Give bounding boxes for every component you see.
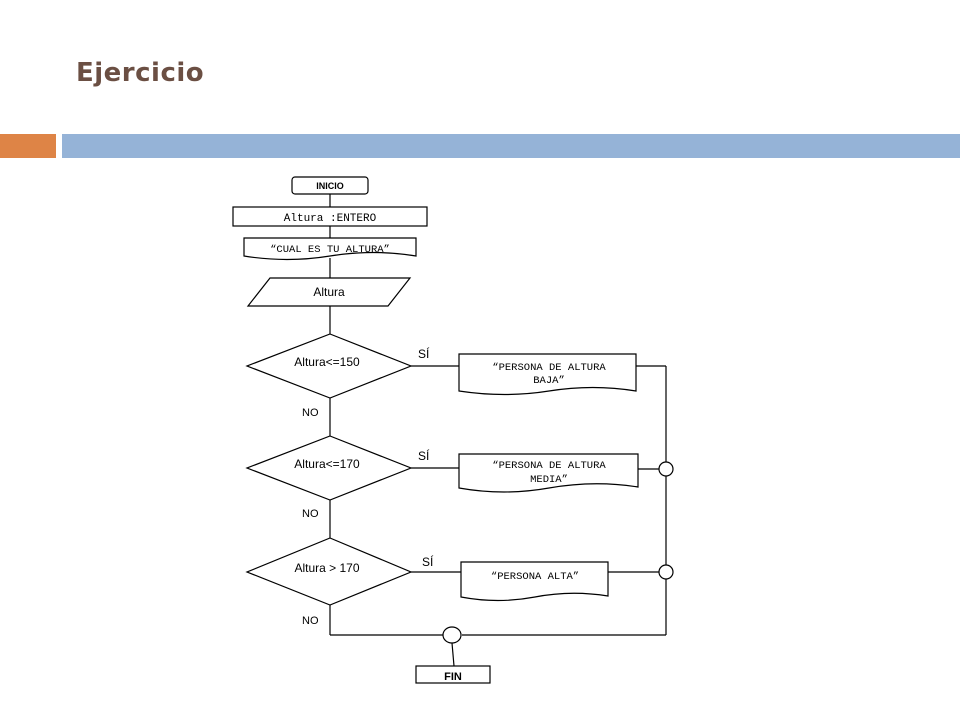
output-label-1a: “PERSONA DE ALTURA xyxy=(492,362,606,374)
prompt-document xyxy=(243,237,417,261)
output-document-1 xyxy=(458,353,637,396)
header-band xyxy=(62,134,960,158)
output-label-2a: “PERSONA DE ALTURA xyxy=(492,460,606,472)
yes-label-3: SÍ xyxy=(422,554,434,569)
yes-label-1: SÍ xyxy=(418,346,430,361)
decision-diamond-2 xyxy=(245,435,413,501)
connector-node xyxy=(658,564,674,580)
decision-label-2: Altura<=170 xyxy=(294,457,360,471)
end-label: FIN xyxy=(444,671,462,683)
yes-label-2: SÍ xyxy=(418,448,430,463)
output-document-3 xyxy=(460,561,609,602)
no-label-3: NO xyxy=(302,615,319,627)
input-parallelogram xyxy=(246,277,412,307)
merge-node xyxy=(442,626,462,644)
start-terminal xyxy=(291,176,369,195)
decision-label-3: Altura > 170 xyxy=(294,561,359,575)
output-label-3: “PERSONA ALTA” xyxy=(491,571,579,583)
decision-label-1: Altura<=150 xyxy=(294,355,360,369)
prompt-label: “CUAL ES TU ALTURA” xyxy=(270,244,390,256)
decision-diamond-3 xyxy=(245,537,413,606)
no-label-2: NO xyxy=(302,508,319,520)
decision-diamond-1 xyxy=(245,333,413,399)
start-label: INICIO xyxy=(316,181,344,191)
declaration-label: Altura :ENTERO xyxy=(284,213,377,225)
output-document-2 xyxy=(458,453,639,493)
connector-node xyxy=(658,461,674,477)
no-label-1: NO xyxy=(302,407,319,419)
output-label-1b: BAJA” xyxy=(533,375,565,387)
input-label: Altura xyxy=(313,285,345,299)
accent-bar xyxy=(0,134,56,158)
connector xyxy=(451,642,455,667)
output-label-2b: MEDIA” xyxy=(530,474,568,486)
slide-title: Ejercicio xyxy=(76,58,205,88)
end-terminal xyxy=(415,665,491,684)
declaration-box xyxy=(232,206,428,227)
